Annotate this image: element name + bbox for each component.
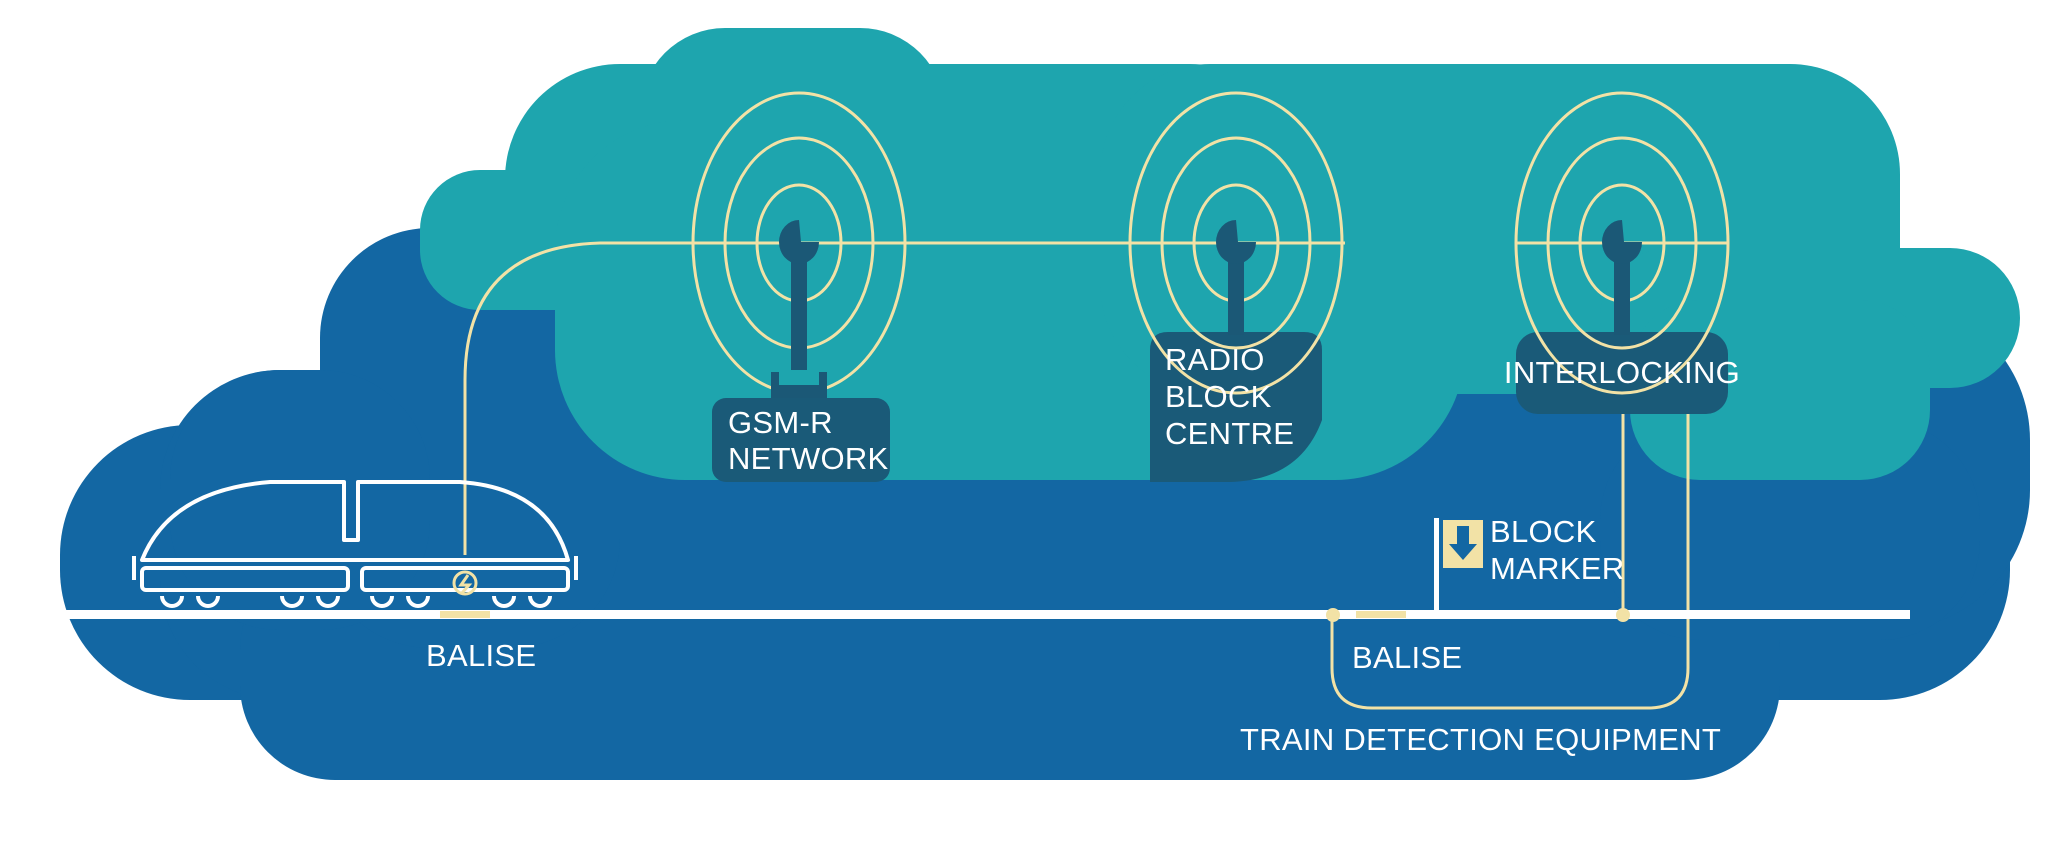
radio-antenna-icon [771,220,827,398]
gsmr-antenna [691,91,907,398]
rbc-label-line-1: RADIO [1165,342,1265,377]
train-radio-link [463,241,628,555]
train-detection-loop [1330,414,1690,710]
rbc-label-box [1150,332,1322,482]
block-marker [1434,518,1483,613]
balise-right-label: BALISE [1352,640,1462,675]
interlocking-label: INTERLOCKING [1504,355,1740,390]
rbc-antenna [1128,91,1344,395]
balise-left-label: BALISE [426,638,536,673]
rbc-label-line-2: BLOCK [1165,379,1272,414]
gsmr-label: GSM-R NETWORK [728,405,889,476]
interlocking-antenna [1514,91,1730,395]
rbc-label: RADIO BLOCK CENTRE [1165,342,1294,451]
balise-left [440,611,490,618]
block-marker-label-line-1: BLOCK [1490,514,1597,549]
balise-right [1356,611,1406,618]
train-detection-label: TRAIN DETECTION EQUIPMENT [1240,722,1721,757]
radio-antenna-icon [1216,220,1256,335]
train-antenna [452,570,478,596]
interlocking-label-box [1516,332,1728,414]
radio-antenna-icon [1602,220,1642,335]
block-marker-label: BLOCK MARKER [1490,514,1624,586]
block-marker-label-line-2: MARKER [1490,551,1624,586]
detection-point-left [1326,608,1340,622]
gsmr-label-box [712,398,890,482]
detection-point-right [1616,608,1630,622]
gsmr-label-line-2: NETWORK [728,441,889,476]
gsmr-label-line-1: GSM-R [728,405,833,440]
down-arrow-icon [1449,526,1477,560]
rbc-label-line-3: CENTRE [1165,416,1294,451]
rail-track [60,610,1910,619]
